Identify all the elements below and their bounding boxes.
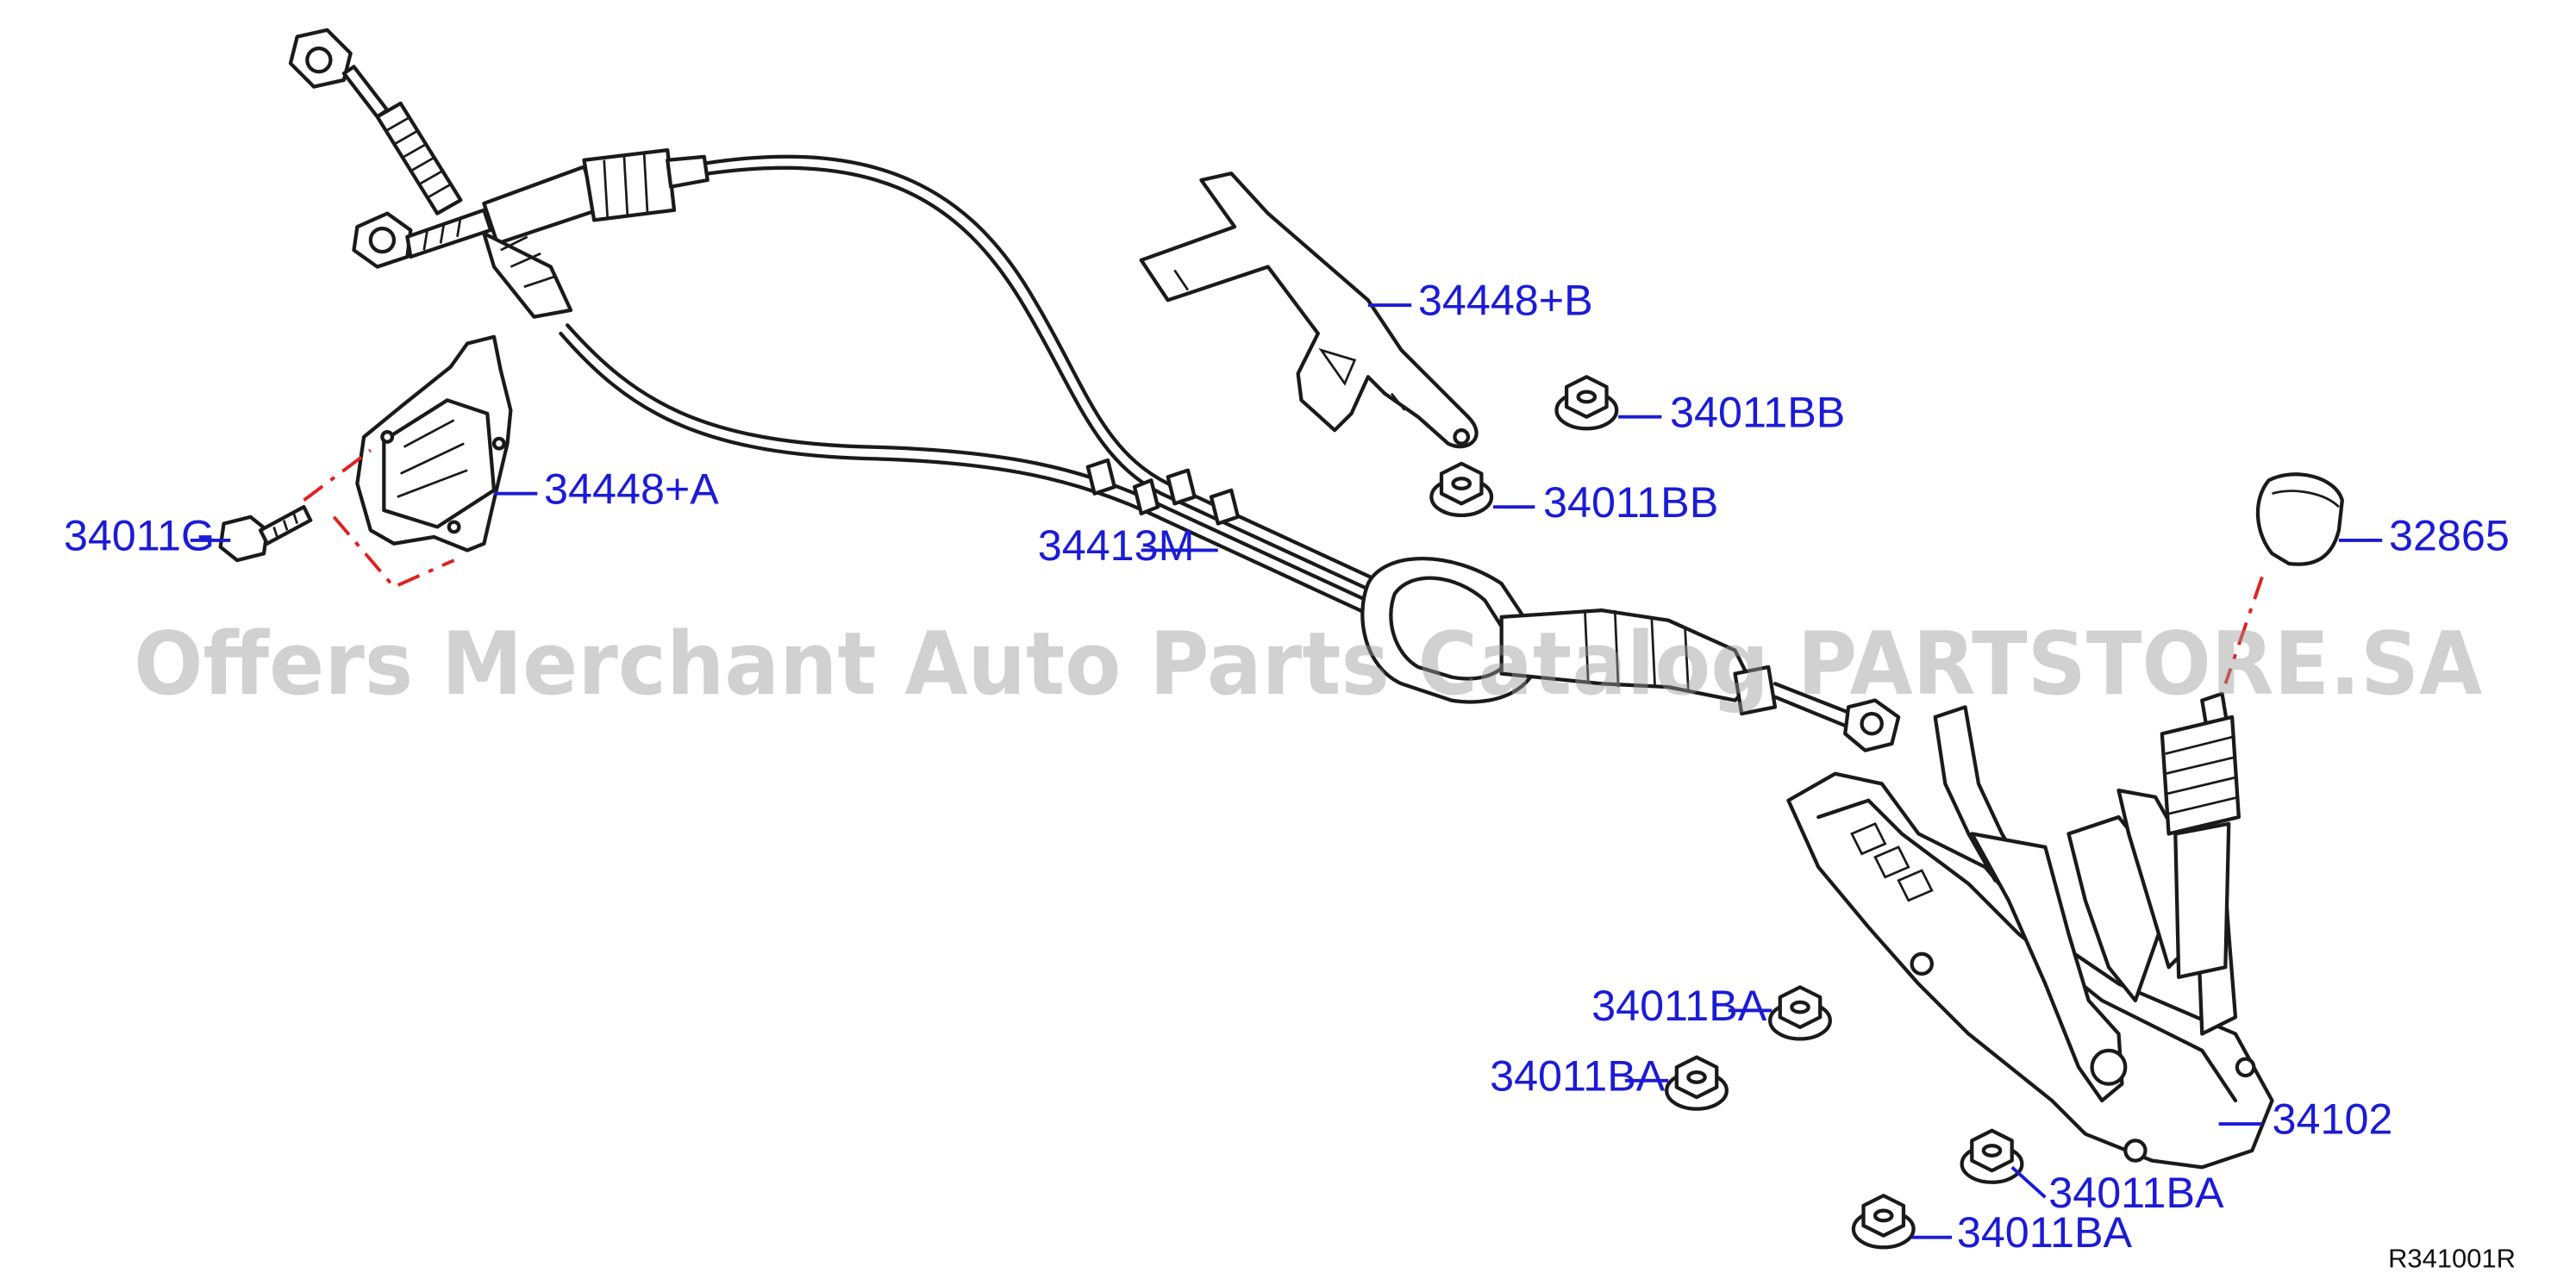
callout-34413m[interactable]: 34413M (1038, 521, 1195, 570)
bracket-a (355, 334, 513, 552)
callout-34448b[interactable]: 34448+B (1418, 276, 1593, 325)
shift-knob (2255, 472, 2344, 566)
control-cable-assembly (288, 28, 1901, 752)
callout-34011ba-4[interactable]: 34011BA (1957, 1207, 2133, 1257)
callout-34011ba-1[interactable]: 34011BA (1591, 981, 1767, 1030)
bracket-b (1139, 172, 1479, 449)
callout-34011g[interactable]: 34011G (64, 510, 215, 559)
nut-34011ba-3 (1960, 1128, 2024, 1184)
knob-hint-line (2223, 576, 2264, 684)
leader-lines (190, 303, 2383, 1239)
bolt-34011g (218, 505, 313, 563)
nut-34011ba-4 (1851, 1194, 1916, 1250)
callout-34011ba-2[interactable]: 34011BA (1490, 1051, 1666, 1100)
bracket-a-hint-line (303, 448, 455, 590)
watermark-text: Offers Merchant Auto Parts Catalog PARTS… (134, 614, 2482, 714)
cable-end-upper (288, 28, 463, 215)
cable-center-bracket (1360, 557, 1778, 716)
shifter-assembly (1786, 691, 2274, 1170)
callout-32865[interactable]: 32865 (2389, 510, 2510, 559)
cable-sleeve (482, 148, 710, 319)
callout-34448a[interactable]: 34448+A (544, 464, 719, 513)
nut-34011ba-2 (1665, 1055, 1729, 1111)
callout-34102[interactable]: 34102 (2273, 1095, 2393, 1144)
nut-34011bb-lower (1429, 461, 1494, 517)
callout-34011bb-upper[interactable]: 34011BB (1670, 387, 1845, 436)
cable-end-lower (352, 208, 493, 269)
nut-34011ba-1 (1768, 985, 1832, 1041)
nut-34011bb-upper (1554, 375, 1619, 431)
callout-34011bb-lower[interactable]: 34011BB (1543, 477, 1718, 527)
callout-34011ba-3[interactable]: 34011BA (2048, 1168, 2224, 1217)
diagram-reference-code: R341001R (2388, 1243, 2516, 1273)
